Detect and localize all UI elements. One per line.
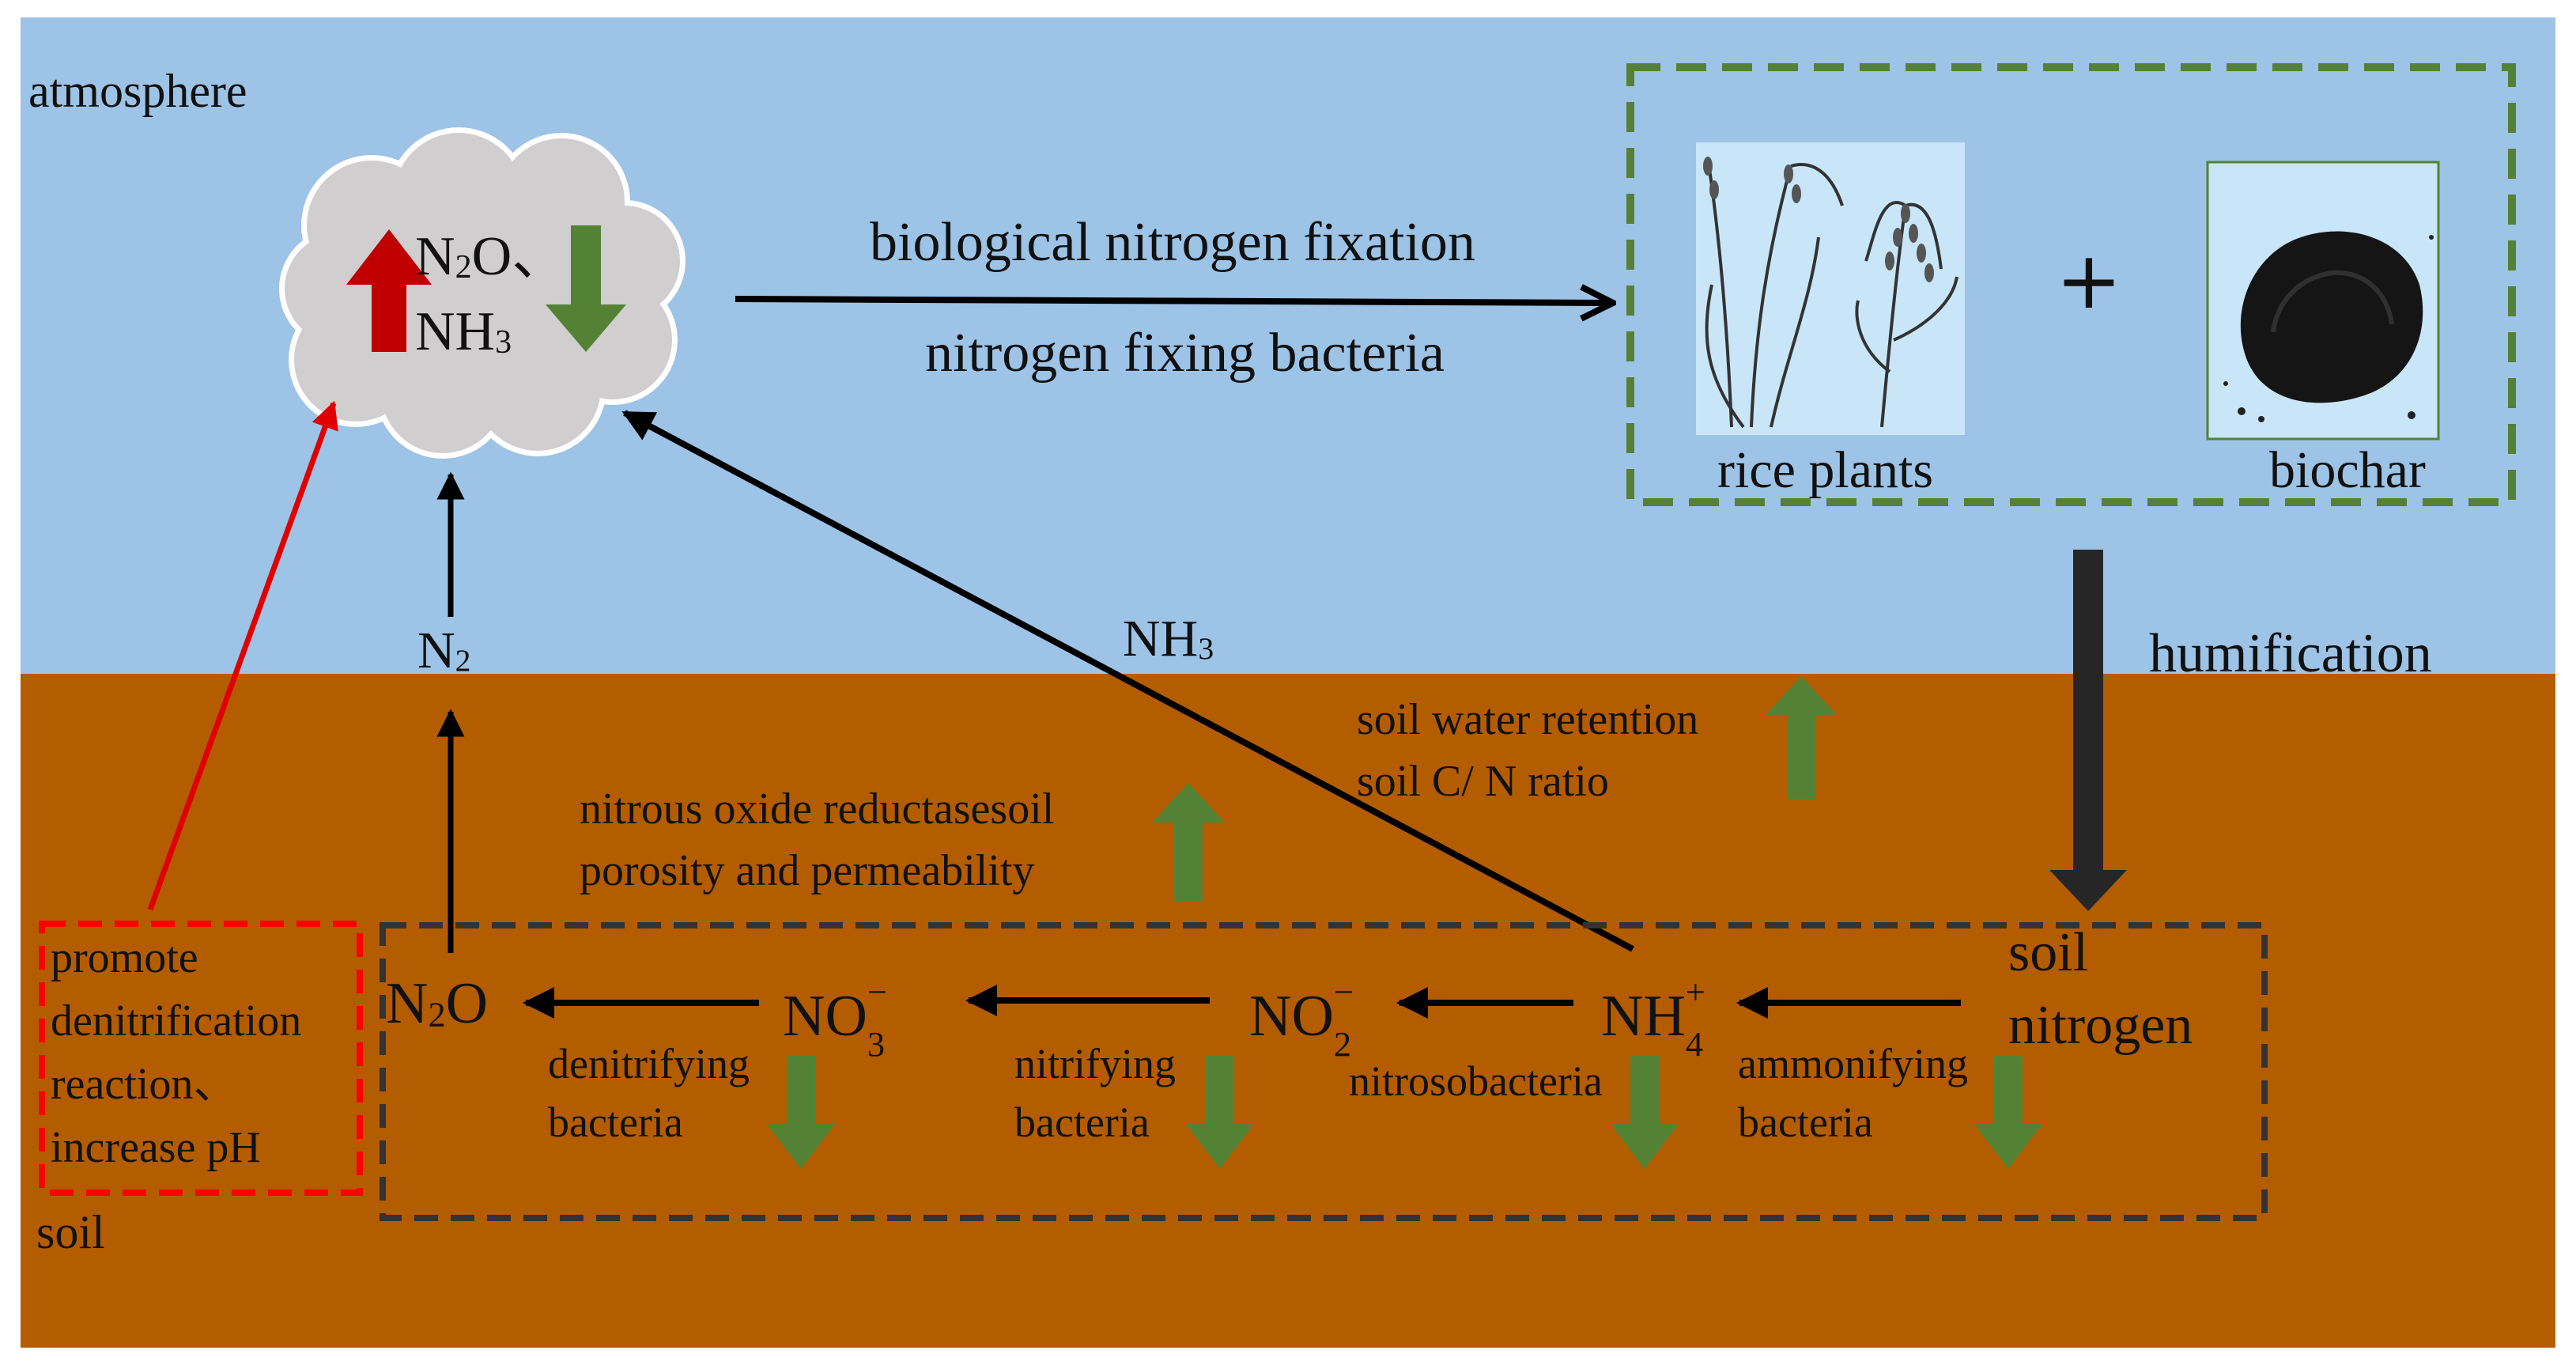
nitrosobacteria-label: nitrosobacteria [1349,1057,1603,1105]
biochar-label: biochar [2269,441,2426,499]
atmosphere-cloud [279,127,686,459]
humification-label: humification [2149,623,2432,684]
biochar-image [2206,161,2440,441]
denitrifying-decrease-icon [766,1056,836,1169]
promote-box [39,921,363,1196]
fixation-bacteria-label: nitrogen fixing bacteria [925,323,1445,384]
chain-n2o: N2O [386,971,489,1036]
soil-zone [21,674,2555,1348]
nh3-gas-label: NH3 [1123,610,1214,667]
inputs-box [1626,63,2516,506]
fixation-arrow [735,299,1613,303]
ammonifying-decrease-icon [1974,1056,2043,1169]
humification-arrow [2049,550,2127,911]
promote-to-cloud-arrow [147,400,338,911]
nitrosobacteria-decrease-icon [1610,1056,1679,1169]
emission-increase-icon [346,229,432,352]
promote-label-3: reaction、 [51,1060,238,1109]
nitrifying-decrease-icon [1185,1056,1255,1169]
rice-plants-label: rice plants [1717,441,1934,499]
promote-label-1: promote [51,933,198,982]
nitrifying-label-1: nitrifying [1014,1040,1176,1087]
rice-plants-image [1696,142,1965,435]
soil-label: soil [36,1206,105,1258]
plus-sign: + [2056,234,2122,327]
porosity-label: porosity and permeability [580,846,1035,895]
porosity-increase-icon [1152,783,1225,902]
chain-nh4: NH+4 [1601,972,1705,1064]
denitrifying-label-2: bacteria [548,1099,683,1146]
chain-no3: NO−3 [783,972,887,1064]
ammonifying-label-2: bacteria [1738,1099,1873,1146]
water-retention-increase-icon [1765,676,1838,799]
nh3-volatilization-arrow [621,410,1634,952]
soil-water-retention-label: soil water retention [1357,695,1699,744]
n2-gas-label: N2 [417,622,471,679]
promote-label-4: increase pH [51,1123,261,1172]
nitrous-oxide-reductase-label: nitrous oxide reductasesoil [580,785,1055,834]
chain-no2: NO−2 [1249,972,1354,1064]
soil-nitrogen-label-1: soil [2008,922,2089,983]
soil-cn-ratio-label: soil C/ N ratio [1357,757,1609,806]
soil-nitrogen-label-2: nitrogen [2008,995,2193,1056]
nitrifying-label-2: bacteria [1014,1099,1150,1146]
cloud-n2o: N2O、 [415,226,568,287]
cloud-nh3: NH3 [415,301,512,362]
promote-label-2: denitrification [51,996,302,1046]
soil-process-box [380,922,2268,1221]
emission-decrease-icon [546,225,626,352]
ammonifying-label-1: ammonifying [1738,1040,1968,1087]
atmosphere-label: atmosphere [28,65,247,117]
denitrifying-label-1: denitrifying [548,1040,750,1087]
fixation-label: biological nitrogen fixation [870,212,1475,273]
